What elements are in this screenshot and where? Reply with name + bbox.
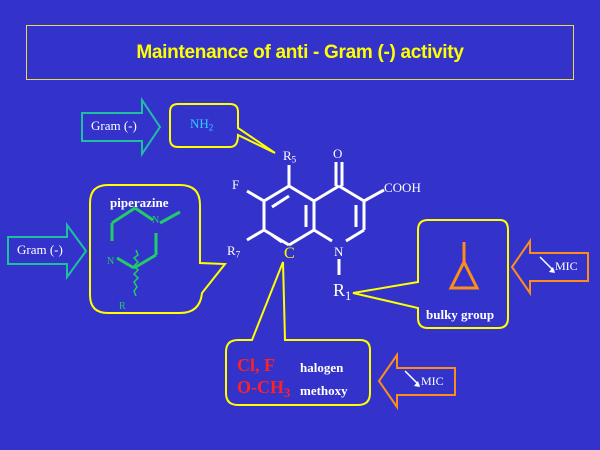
gram-left-label: Gram (-) [17,242,63,257]
slide-title: Maintenance of anti - Gram (-) activity [136,41,464,63]
r5-label: R5 [283,148,297,165]
piperazine-n2: N [107,256,115,267]
gram-arrow-top [81,96,162,158]
mic-arrowhead-icon [549,267,555,273]
r7-label: R7 [227,243,241,260]
halogen-substituent: Cl, F [237,355,275,375]
cyclopropyl-icon [448,242,480,290]
oxo-label: O [333,146,343,161]
halogen-desc: halogen [300,360,344,375]
bulky-callout [352,219,509,329]
r1-label: R1 [333,280,352,303]
bulky-group-label: bulky group [426,307,495,322]
gram-arrow-left [7,221,88,281]
cooh-label: COOH [384,180,421,195]
piperazine-r: R [119,301,126,312]
mic-down-arrow-icon-2 [404,370,420,386]
piperazine-ring [110,206,181,297]
nh2-label: NH2 [190,116,214,133]
gram-top-label: Gram (-) [91,118,137,133]
piperazine-callout [89,184,228,314]
mic-right-label: MIC [555,259,578,273]
c8-callout [225,261,371,406]
methoxy-desc: methoxy [300,383,348,398]
piperazine-n1: N [152,215,160,226]
fluoro-label: F [232,177,240,192]
c8-label: C [284,245,295,262]
nh2-callout [169,103,276,154]
n1-label: N [334,244,344,259]
quinolone-skeleton [246,162,385,275]
methoxy-substituent: O-CH3 [237,377,291,400]
mic-arrowhead-icon-2 [414,381,420,387]
mic-bottom-label: MIC [421,374,444,388]
piperazine-title: piperazine [110,195,169,210]
title-box: Maintenance of anti - Gram (-) activity [26,25,574,80]
mic-arrow-bottom [377,351,456,411]
mic-arrow-right [510,237,589,297]
